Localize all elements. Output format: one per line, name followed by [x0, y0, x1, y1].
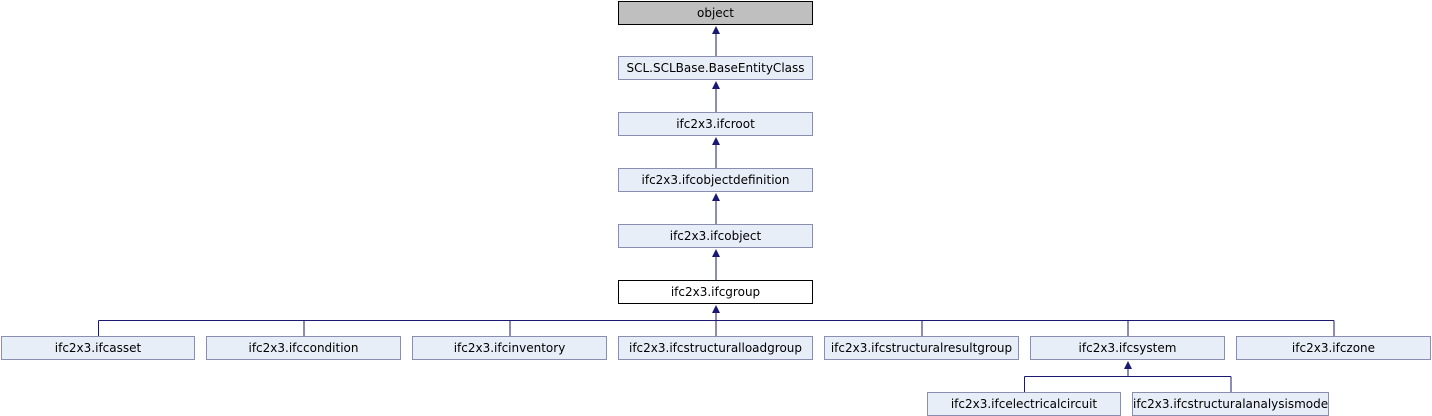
inheritance-arrowhead-ifcobject	[712, 249, 720, 257]
class-node-ifcobjectdefinition[interactable]: ifc2x3.ifcobjectdefinition	[618, 168, 813, 192]
inheritance-arrowhead-object	[712, 26, 720, 34]
inheritance-arrowhead-ifcgroup	[712, 305, 720, 313]
class-node-ifcobject[interactable]: ifc2x3.ifcobject	[618, 224, 813, 248]
class-node-ifcgroup[interactable]: ifc2x3.ifcgroup	[618, 280, 813, 304]
inheritance-arrowhead-ifcobjectdefinition	[712, 193, 720, 201]
class-node-ifcelectricalcircuit[interactable]: ifc2x3.ifcelectricalcircuit	[927, 392, 1121, 416]
inheritance-arrowhead-ifcroot	[712, 137, 720, 145]
class-node-ifczone[interactable]: ifc2x3.ifczone	[1236, 336, 1431, 360]
inheritance-arrowhead-baseentityclass	[712, 81, 720, 89]
inheritance-arrowhead-ifcsystem	[1124, 361, 1132, 369]
class-node-ifcstructuralloadgroup[interactable]: ifc2x3.ifcstructuralloadgroup	[618, 336, 813, 360]
class-node-ifccondition[interactable]: ifc2x3.ifccondition	[206, 336, 401, 360]
class-node-ifcasset[interactable]: ifc2x3.ifcasset	[1, 336, 195, 360]
class-node-ifcstructuralanalysismodel[interactable]: ifc2x3.ifcstructuralanalysismodel	[1132, 392, 1329, 416]
class-node-ifcsystem[interactable]: ifc2x3.ifcsystem	[1030, 336, 1225, 360]
class-node-ifcroot[interactable]: ifc2x3.ifcroot	[618, 112, 813, 136]
class-node-baseentityclass[interactable]: SCL.SCLBase.BaseEntityClass	[618, 56, 813, 80]
class-node-object[interactable]: object	[618, 1, 813, 25]
class-node-ifcstructuralresultgroup[interactable]: ifc2x3.ifcstructuralresultgroup	[824, 336, 1019, 360]
class-node-ifcinventory[interactable]: ifc2x3.ifcinventory	[412, 336, 607, 360]
